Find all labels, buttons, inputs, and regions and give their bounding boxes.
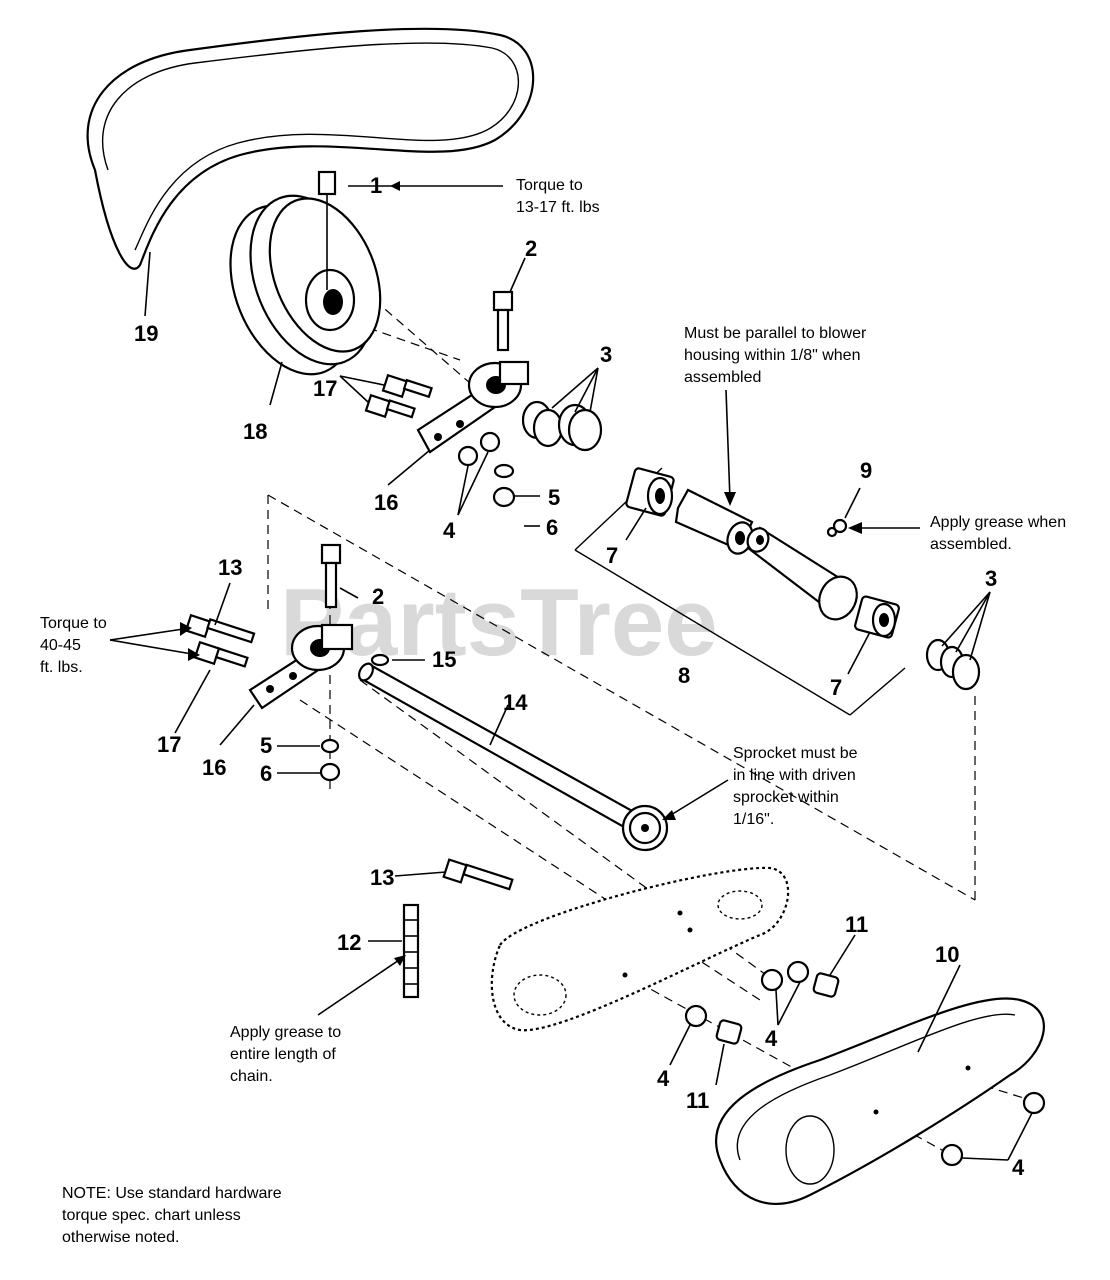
note-line: chain. (230, 1068, 273, 1085)
note-line: 40-45 (40, 637, 81, 654)
callout-13-lower: 13 (370, 865, 394, 890)
note-line: in line with driven (733, 767, 856, 784)
roller-chain (402, 903, 420, 999)
watermark: PartsTree (280, 569, 718, 676)
note-line: Apply grease to (230, 1024, 341, 1041)
callout-3-lower: 3 (985, 566, 997, 591)
callout-17-upper: 17 (313, 376, 337, 401)
leader-lines (109, 181, 1033, 1161)
case-hardware (684, 960, 840, 1045)
note-line: torque spec. chart unless (62, 1207, 241, 1224)
note-line: Torque to (516, 177, 583, 194)
note-line: housing within 1/8" when (684, 347, 860, 364)
callout-8: 8 (678, 663, 690, 688)
callout-10: 10 (935, 942, 959, 967)
callout-14: 14 (503, 690, 528, 715)
bracket-bolts-upper (364, 373, 433, 419)
callout-9: 9 (860, 458, 872, 483)
note-line: ft. lbs. (40, 659, 83, 676)
callout-6-lower: 6 (260, 761, 272, 786)
bearing-bracket-lower (248, 623, 354, 710)
note-line: Sprocket must be (733, 745, 858, 762)
callout-4-left: 4 (657, 1066, 670, 1091)
note-line: Apply grease when (930, 514, 1066, 531)
note-grease-chain: Apply grease to entire length of chain. (230, 1024, 341, 1085)
footnote: NOTE: Use standard hardware torque spec.… (62, 1185, 282, 1246)
callout-2-upper: 2 (525, 236, 537, 261)
tube-long (746, 526, 858, 621)
tube-short (674, 488, 754, 555)
callout-16-lower: 16 (202, 755, 226, 780)
callout-13-upper: 13 (218, 555, 242, 580)
note-line: entire length of (230, 1046, 336, 1063)
callout-19: 19 (134, 321, 158, 346)
bracket-bolt-upper (492, 290, 514, 352)
callout-18: 18 (243, 419, 267, 444)
washers-upper (521, 400, 603, 452)
callout-4-middle: 4 (765, 1026, 778, 1051)
callout-3-upper: 3 (600, 342, 612, 367)
note-line: assembled. (930, 536, 1012, 553)
note-line: otherwise noted. (62, 1229, 179, 1246)
callout-4-upper: 4 (443, 518, 456, 543)
pulley-bolt (317, 170, 337, 290)
callout-17-lower: 17 (157, 732, 181, 757)
note-line: sprocket within (733, 789, 839, 806)
callout-11-lower: 11 (686, 1088, 709, 1113)
note-line: 13-17 ft. lbs (516, 199, 600, 216)
callout-16-upper: 16 (374, 490, 398, 515)
v-belt (86, 27, 535, 270)
bearing-bracket-upper (416, 360, 530, 454)
callout-6-upper: 6 (546, 515, 558, 540)
chain-case-cover (714, 997, 1045, 1205)
bushing-upper (625, 467, 675, 517)
callout-2-lower: 2 (372, 584, 384, 609)
callout-11-upper: 11 (845, 912, 868, 937)
note-line: NOTE: Use standard hardware (62, 1185, 282, 1202)
callout-5-lower: 5 (260, 733, 272, 758)
callout-15: 15 (432, 647, 456, 672)
callout-4-cover: 4 (1012, 1155, 1025, 1180)
washers-lower (925, 638, 981, 691)
callout-7-upper: 7 (606, 543, 618, 568)
callout-numbers: 1 2 3 17 19 18 16 4 5 6 7 9 3 8 7 13 2 1… (134, 173, 1025, 1180)
note-line: Torque to (40, 615, 107, 632)
chain-case-plate (490, 866, 790, 1032)
drive-sprocket (621, 804, 669, 852)
cover-nuts (940, 1091, 1046, 1167)
shaft-key (370, 653, 390, 667)
bushing-lower (854, 595, 900, 639)
callout-5-upper: 5 (548, 485, 560, 510)
drive-shaft (358, 662, 654, 838)
assembly-dashed-lines (267, 269, 1031, 1161)
pulley (229, 194, 382, 376)
note-sprocket-line: Sprocket must be in line with driven spr… (733, 745, 858, 828)
lower-hardware (319, 738, 341, 782)
note-line: assembled (684, 369, 761, 386)
note-parallel: Must be parallel to blower housing withi… (684, 325, 867, 386)
bracket-bolt-lower (320, 543, 342, 609)
note-line: 1/16". (733, 811, 774, 828)
note-torque-pulley: Torque to 13-17 ft. lbs (516, 177, 600, 216)
callout-7-lower: 7 (830, 675, 842, 700)
grease-fitting (826, 518, 848, 538)
note-line: Must be parallel to blower (684, 325, 867, 342)
callout-1: 1 (370, 173, 382, 198)
callout-12: 12 (337, 930, 361, 955)
note-grease-assembled: Apply grease when assembled. (930, 514, 1066, 553)
chain-case-bolt (442, 858, 514, 891)
note-torque-bracket: Torque to 40-45 ft. lbs. (40, 615, 107, 676)
bracket-bolts-lower (184, 613, 256, 668)
upper-hardware (457, 431, 516, 508)
